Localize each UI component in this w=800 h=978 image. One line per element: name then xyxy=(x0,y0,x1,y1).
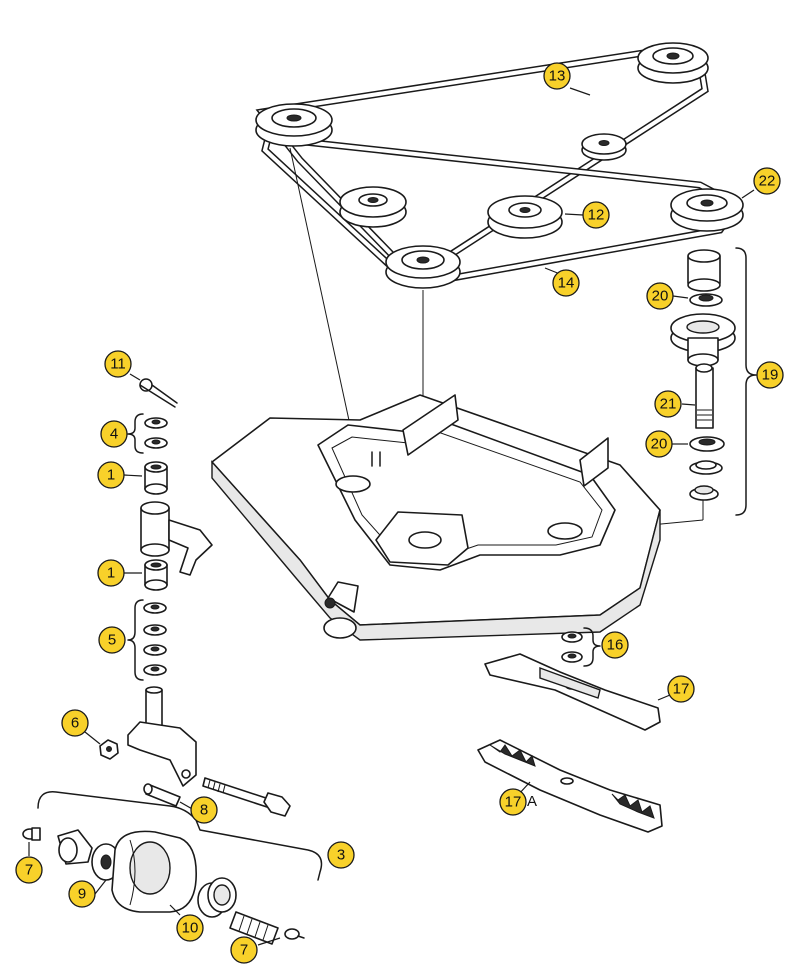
blade-17A xyxy=(477,739,663,833)
pulley-right xyxy=(670,188,744,232)
pulley-idler-small xyxy=(581,133,627,161)
spacer-8 xyxy=(143,783,181,807)
callout-20-lower: 20 xyxy=(645,430,673,458)
callout-7-left-label: 7 xyxy=(25,862,33,879)
bearing-20-lower xyxy=(689,436,725,452)
pulley-top-right xyxy=(637,42,709,84)
callout-7-right-label: 7 xyxy=(240,942,248,959)
deck-hitch xyxy=(327,581,359,613)
callout-11-label: 11 xyxy=(110,356,126,373)
callout-10: 10 xyxy=(176,914,204,942)
blade-17 xyxy=(484,653,661,731)
callout-17: 17 xyxy=(667,675,695,703)
callout-21-label: 21 xyxy=(660,396,677,413)
callout-22-label: 22 xyxy=(759,173,776,190)
callout-20-lower-label: 20 xyxy=(651,436,668,453)
callout-20-upper-label: 20 xyxy=(652,288,669,305)
callout-9-label: 9 xyxy=(78,886,86,903)
callout-12-label: 12 xyxy=(588,207,605,224)
callout-16: 16 xyxy=(601,631,629,659)
callout-19-label: 19 xyxy=(762,367,779,384)
spindle-assembly-19 xyxy=(670,247,757,516)
callout-17A-suffix: A xyxy=(527,793,537,810)
bearing-sleeve-right xyxy=(197,877,237,918)
bushing-1-lower xyxy=(144,559,168,591)
callout-17A-label: 17 xyxy=(505,794,522,811)
callout-5-label: 5 xyxy=(108,632,116,649)
callout-6: 6 xyxy=(61,709,89,737)
grease-fitting-7-left xyxy=(22,827,41,841)
callout-1-lower-label: 1 xyxy=(107,565,115,582)
callout-8: 8 xyxy=(190,796,218,824)
callout-4: 4 xyxy=(100,420,128,448)
axle-sleeve xyxy=(229,911,279,945)
callout-1-upper: 1 xyxy=(97,461,125,489)
blade-bolt-16 xyxy=(561,627,601,667)
callout-17-label: 17 xyxy=(673,681,690,698)
callout-4-label: 4 xyxy=(110,426,118,443)
hairpin-clip-11 xyxy=(139,378,178,408)
callout-1-lower: 1 xyxy=(97,559,125,587)
wheel-tire-10 xyxy=(111,830,197,913)
callout-14-label: 14 xyxy=(558,275,575,292)
callout-10-label: 10 xyxy=(182,920,199,937)
washers-4 xyxy=(127,413,168,454)
caster-stack xyxy=(99,378,291,817)
callout-14: 14 xyxy=(552,269,580,297)
callout-20-upper: 20 xyxy=(646,282,674,310)
callout-7-right: 7 xyxy=(230,936,258,964)
deck-hole-left xyxy=(335,475,371,493)
caster-tube xyxy=(140,501,213,576)
bushing-1-upper xyxy=(144,461,168,495)
callout-1-upper-label: 1 xyxy=(107,467,115,484)
callout-8-label: 8 xyxy=(200,802,208,819)
spindle-shaft-21 xyxy=(695,363,714,429)
mower-deck xyxy=(211,394,661,641)
belt-13 xyxy=(255,48,709,266)
spindle-sleeve xyxy=(687,249,721,292)
bearing-cap-left xyxy=(57,829,93,865)
pulley-12 xyxy=(487,195,563,239)
callout-13: 13 xyxy=(543,62,571,90)
callout-13-label: 13 xyxy=(549,68,566,85)
washers-5 xyxy=(127,599,167,681)
callout-17A: 17 xyxy=(499,788,527,816)
callout-19: 19 xyxy=(756,361,784,389)
callout-16-label: 16 xyxy=(607,637,624,654)
callout-11: 11 xyxy=(104,350,132,378)
callout-22: 22 xyxy=(753,167,781,195)
callout-9: 9 xyxy=(68,880,96,908)
bearing-20-upper xyxy=(689,293,723,307)
callout-6-label: 6 xyxy=(71,715,79,732)
pulley-left xyxy=(255,103,333,147)
wheel-assembly-3 xyxy=(22,791,323,945)
callout-3: 3 xyxy=(327,841,355,869)
pulley-center xyxy=(385,245,461,289)
deck-hole-right xyxy=(547,522,583,540)
spindle-housing xyxy=(670,313,736,367)
callout-21: 21 xyxy=(654,390,682,418)
caster-yoke xyxy=(127,686,197,787)
nut-6 xyxy=(99,739,119,760)
callout-12: 12 xyxy=(582,201,610,229)
grease-fitting-7-right xyxy=(284,928,305,940)
axle-bolt xyxy=(202,777,291,817)
callout-5: 5 xyxy=(98,626,126,654)
pulley-idler-left xyxy=(339,186,407,228)
belt-pulley-assembly xyxy=(255,42,744,289)
callout-7-left: 7 xyxy=(15,856,43,884)
callout-3-label: 3 xyxy=(337,847,345,864)
